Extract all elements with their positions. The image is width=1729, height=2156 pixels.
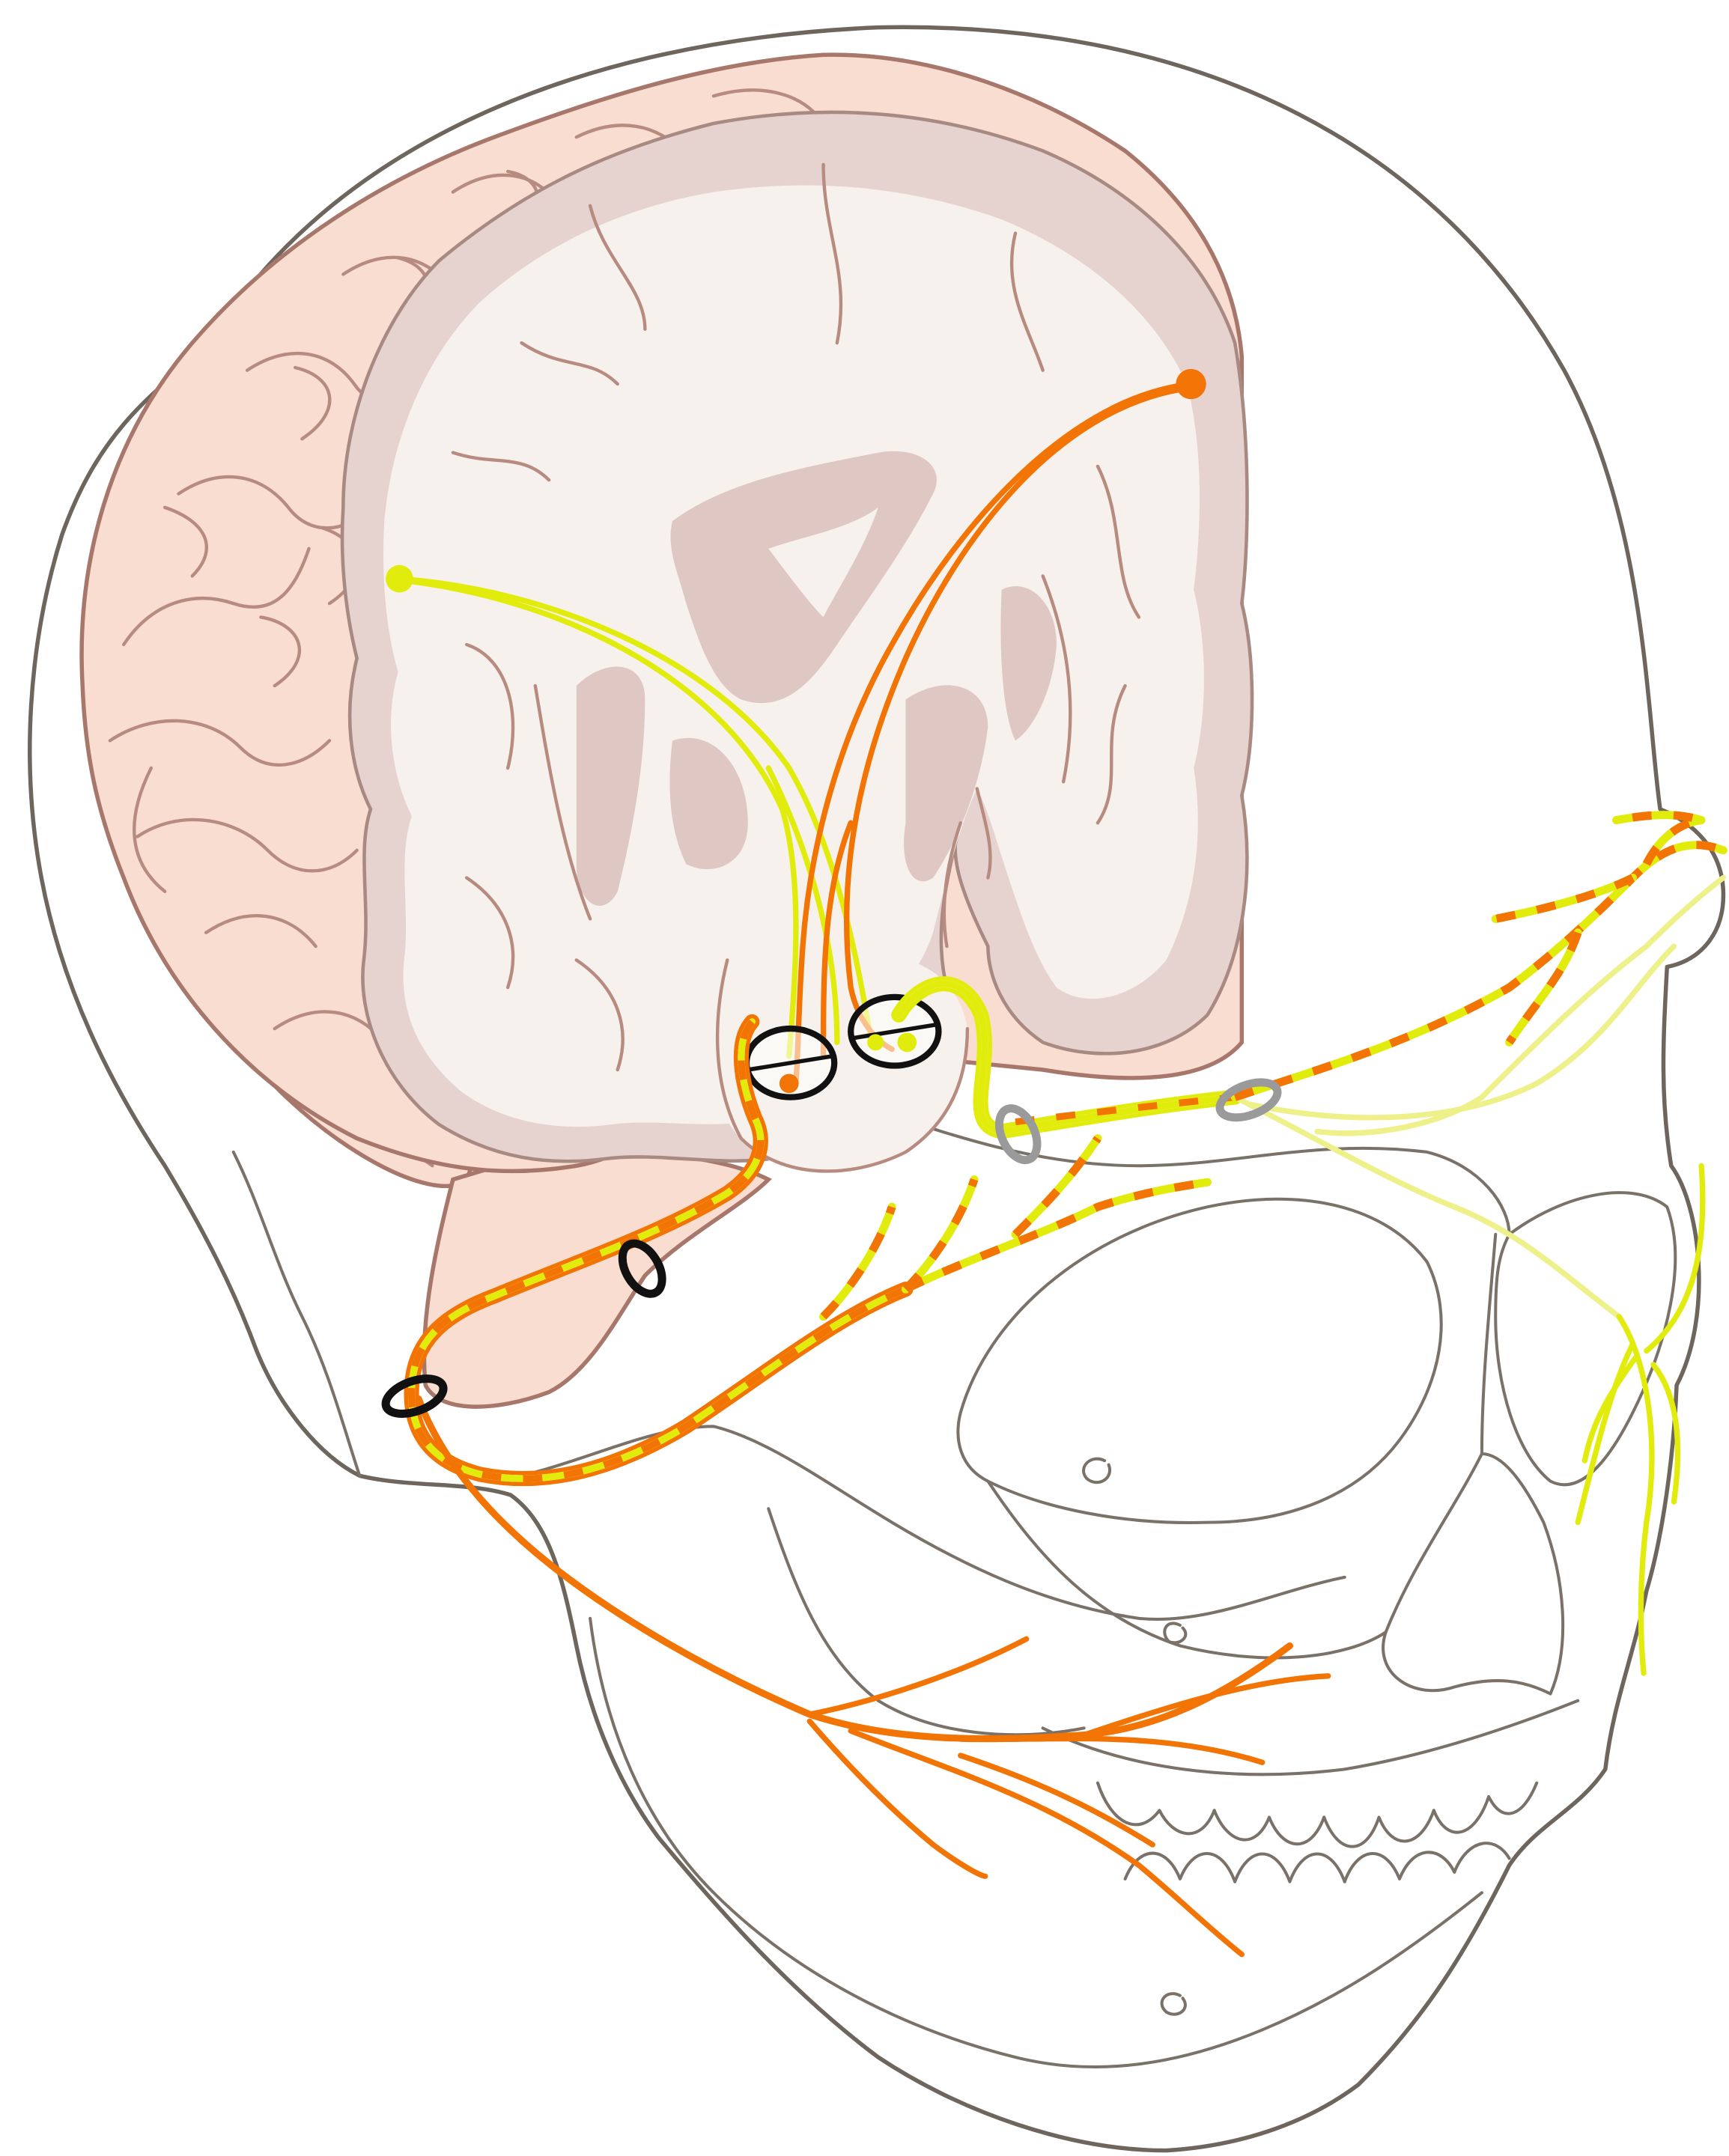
nucleus-left-motor-dot <box>780 1074 799 1094</box>
nucleus-right-sensory-dot <box>897 1033 917 1053</box>
nucleus-right-sensory-dot-2 <box>867 1034 884 1050</box>
